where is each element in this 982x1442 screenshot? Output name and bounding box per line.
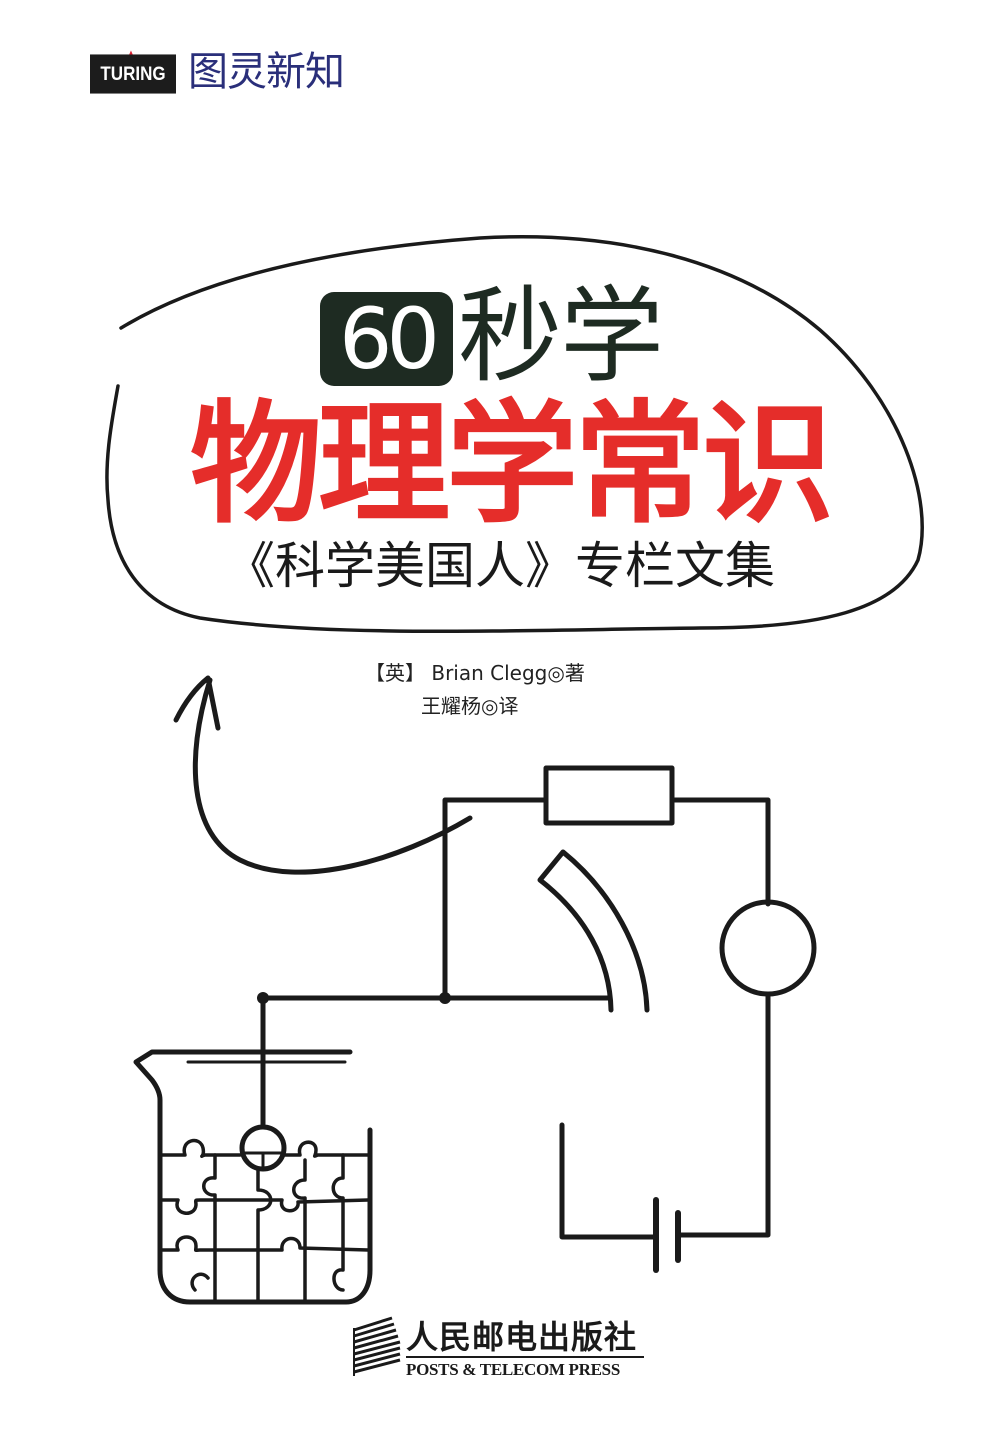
publisher-name-cn: 人民邮电出版社 — [406, 1318, 638, 1356]
title-number-badge: 60 — [320, 292, 453, 386]
meter-circle-icon — [719, 899, 817, 997]
curved-arrow-icon — [192, 677, 473, 875]
flame-icon: ▲ — [128, 49, 134, 57]
translator-credit: 王耀杨◎译 — [421, 694, 519, 718]
circuit-wire-bottom-left — [559, 1122, 659, 1240]
puzzle-pieces-icon — [160, 1138, 370, 1302]
arrow-head-icon — [173, 675, 221, 731]
electrode-bulb-icon — [239, 1124, 287, 1172]
publisher-logo-icon — [353, 1316, 401, 1376]
book-title: 物理学常识 — [190, 387, 834, 542]
turing-logo-badge: ▲ TURING — [90, 49, 176, 94]
circuit-wire-top-right — [669, 797, 771, 907]
book-subtitle: 《科学美国人》专栏文集 — [225, 537, 775, 595]
resistor-icon — [543, 765, 675, 826]
author-credit: 【英】 Brian Clegg◎著 — [365, 661, 585, 685]
title-prefix: 秒学 — [458, 275, 664, 397]
curved-plate-icon — [537, 849, 650, 1013]
bubble-outline-top — [105, 235, 924, 634]
junction-dot-icon — [439, 992, 451, 1004]
circuit-wire-top-left — [442, 797, 549, 1001]
publisher-name-en: POSTS & TELECOM PRESS — [406, 1360, 620, 1379]
beaker-icon — [133, 1049, 373, 1305]
series-name: 图灵新知 — [188, 49, 345, 95]
publisher-divider — [406, 1356, 644, 1358]
turing-logo-text: TURING — [100, 62, 166, 85]
circuit-wire-right — [677, 991, 771, 1238]
